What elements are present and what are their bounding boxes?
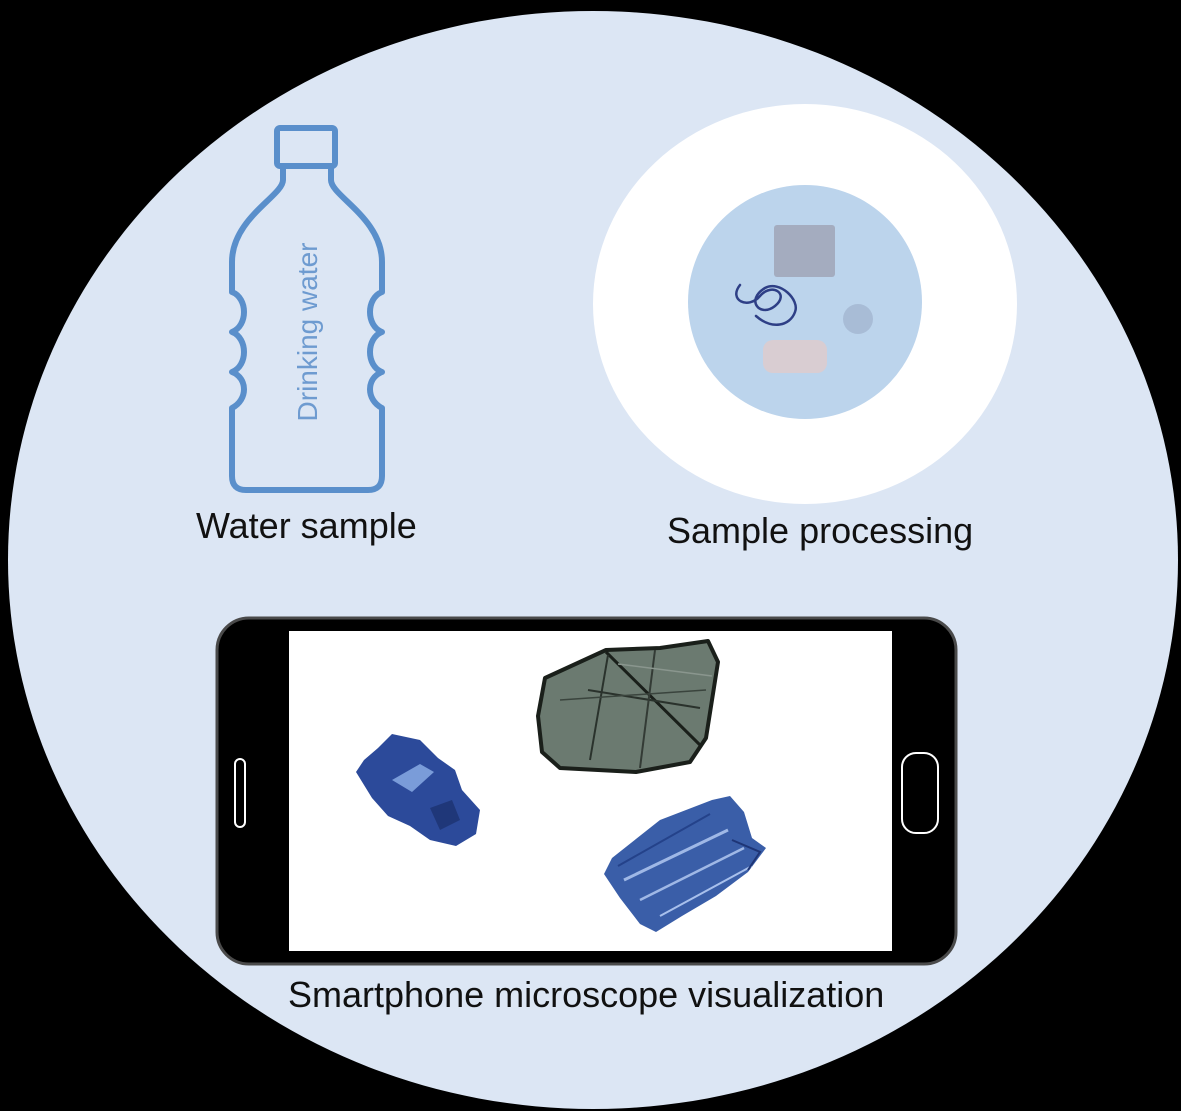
particle-square [774, 225, 835, 277]
phone-speaker [234, 758, 246, 828]
particle-round [843, 304, 873, 334]
phone-home-button [901, 752, 939, 834]
bottle-label: Drinking water [292, 243, 323, 422]
microplastic-fragment-blue-right [604, 796, 766, 932]
water-sample-caption: Water sample [196, 505, 417, 546]
filter-membrane [688, 185, 922, 419]
microplastic-fragment-gray [536, 639, 720, 774]
smartphone-icon [215, 616, 958, 966]
microplastic-fragment-blue-left [356, 734, 480, 846]
sample-processing-caption: Sample processing [667, 510, 974, 551]
smartphone-visualization-caption: Smartphone microscope visualization [288, 974, 885, 1015]
water-bottle-icon [229, 125, 385, 493]
particle-pink [763, 340, 827, 373]
filter-disc-icon [593, 104, 1017, 504]
particle-fiber [735, 283, 797, 326]
